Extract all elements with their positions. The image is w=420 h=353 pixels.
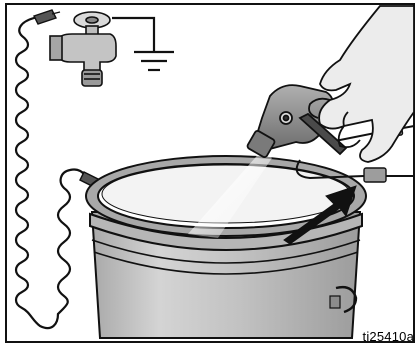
- coiled-ground-wire-pail: [56, 168, 88, 316]
- faucet-icon: [49, 11, 117, 87]
- fluid-hose: [295, 159, 414, 180]
- ground-symbol-icon: [112, 16, 174, 72]
- direction-arrow-icon: [283, 185, 357, 245]
- metal-pail-icon: [85, 155, 367, 339]
- coiled-ground-wire: [14, 16, 60, 330]
- figure-id-label: ti25410a: [362, 329, 414, 344]
- spray-cone: [188, 150, 272, 238]
- upper-ground-clamp: [33, 9, 61, 25]
- operator-hand: [308, 5, 415, 163]
